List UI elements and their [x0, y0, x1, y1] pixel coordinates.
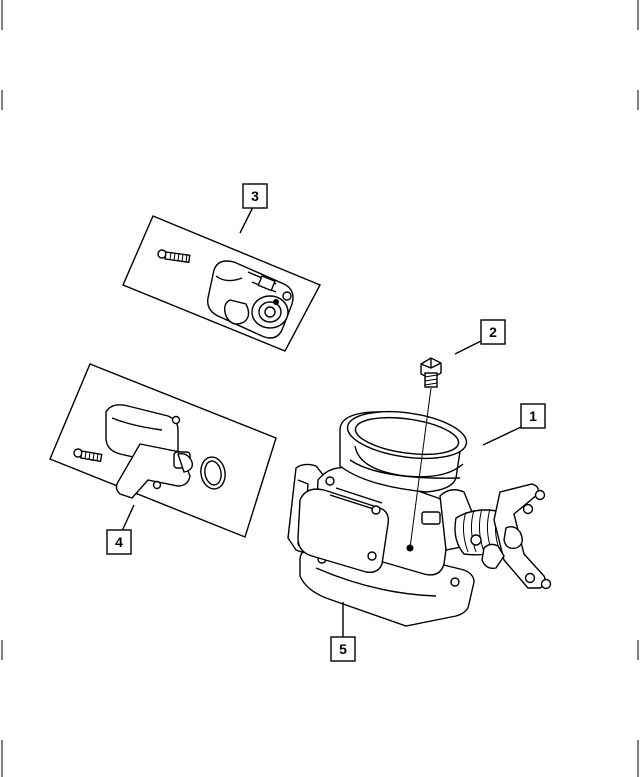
sensor-group	[122, 215, 321, 352]
svg-text:4: 4	[115, 534, 123, 550]
callout-2: 2	[480, 319, 506, 345]
leader-line-2	[454, 340, 482, 355]
sensor-group-frame	[122, 215, 321, 352]
iac-group-frame	[49, 363, 277, 538]
idle-air-control-motor	[105, 404, 194, 499]
svg-text:5: 5	[339, 641, 347, 657]
throttle-linkage-lever	[481, 483, 552, 590]
leader-lines	[121, 206, 522, 637]
o-ring	[200, 456, 226, 490]
leader-line-4	[121, 504, 135, 532]
callout-3: 3	[242, 183, 268, 209]
mounting-bolt	[420, 357, 442, 388]
callout-4: 4	[106, 529, 132, 555]
svg-text:2: 2	[489, 324, 497, 340]
svg-text:3: 3	[251, 188, 259, 204]
throttle-body-assembly	[287, 387, 552, 627]
iac-screw	[73, 448, 103, 463]
callout-5: 5	[330, 636, 356, 662]
svg-text:1: 1	[529, 408, 537, 424]
iac-group	[49, 363, 277, 538]
sensor-screw	[157, 249, 191, 264]
leader-line-1	[482, 426, 522, 446]
throttle-position-sensor	[207, 260, 294, 339]
callout-1: 1	[520, 403, 546, 429]
leader-line-3	[239, 206, 254, 234]
